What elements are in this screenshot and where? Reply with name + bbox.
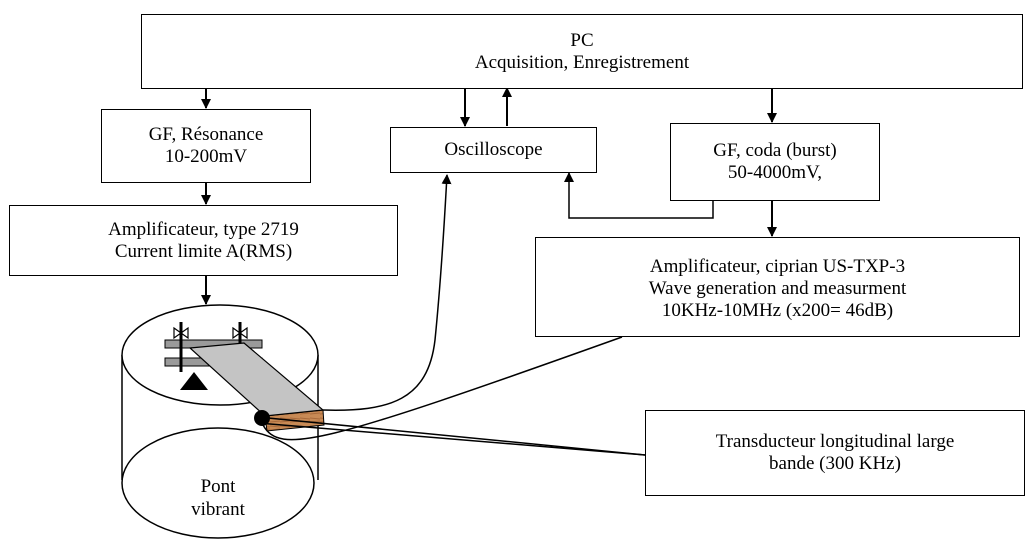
oscilloscope-label: Oscilloscope [444,139,543,160]
knife-edge-support [180,372,208,390]
amplifier-2719-box: Amplificateur, type 2719 Current limite … [9,205,398,276]
amplifier-ciprian-spec: 10KHz-10MHz (x200= 46dB) [661,300,894,321]
pc-subtitle: Acquisition, Enregistrement [474,51,690,73]
bridge-label: Pont vibrant [178,475,258,521]
cable-transducer-to-amplifier [262,336,623,441]
gf-resonance-title: GF, Résonance [148,124,264,145]
amplifier-2719-title: Amplificateur, type 2719 [108,218,299,240]
bridge-label-line1: Pont [200,476,236,497]
amplifier-2719-spec: Current limite A(RMS) [114,240,293,262]
gf-resonance-box: GF, Résonance 10-200mV [101,109,311,183]
transducer-callout-line-2 [267,417,646,456]
transducer-box: Transducteur longitudinal large bande (3… [645,410,1025,496]
transducer-label-line1: Transducteur longitudinal large [715,431,955,452]
arrow-gf-coda-to-oscilloscope [564,172,714,219]
gf-resonance-range: 10-200mV [164,146,248,167]
amplifier-ciprian-title: Amplificateur, ciprian US-TXP-3 [649,256,906,277]
oscilloscope-box: Oscilloscope [390,127,597,173]
transducer-callout-line-1 [257,422,646,456]
transducer-contact-point [254,410,270,426]
amplifier-ciprian-box: Amplificateur, ciprian US-TXP-3 Wave gen… [535,237,1020,337]
transducer-label-line2: bande (300 KHz) [769,453,901,474]
pc-box: PC Acquisition, Enregistrement [141,14,1023,89]
gf-coda-range: 50-4000mV, [727,162,823,183]
cable-beam-to-oscilloscope [322,174,452,411]
gf-coda-title: GF, coda (burst) [713,140,837,161]
bridge-label-line2: vibrant [191,499,245,520]
gf-coda-box: GF, coda (burst) 50-4000mV, [670,123,880,201]
pc-title: PC [570,29,594,51]
amplifier-ciprian-function: Wave generation and measurment [648,278,907,299]
